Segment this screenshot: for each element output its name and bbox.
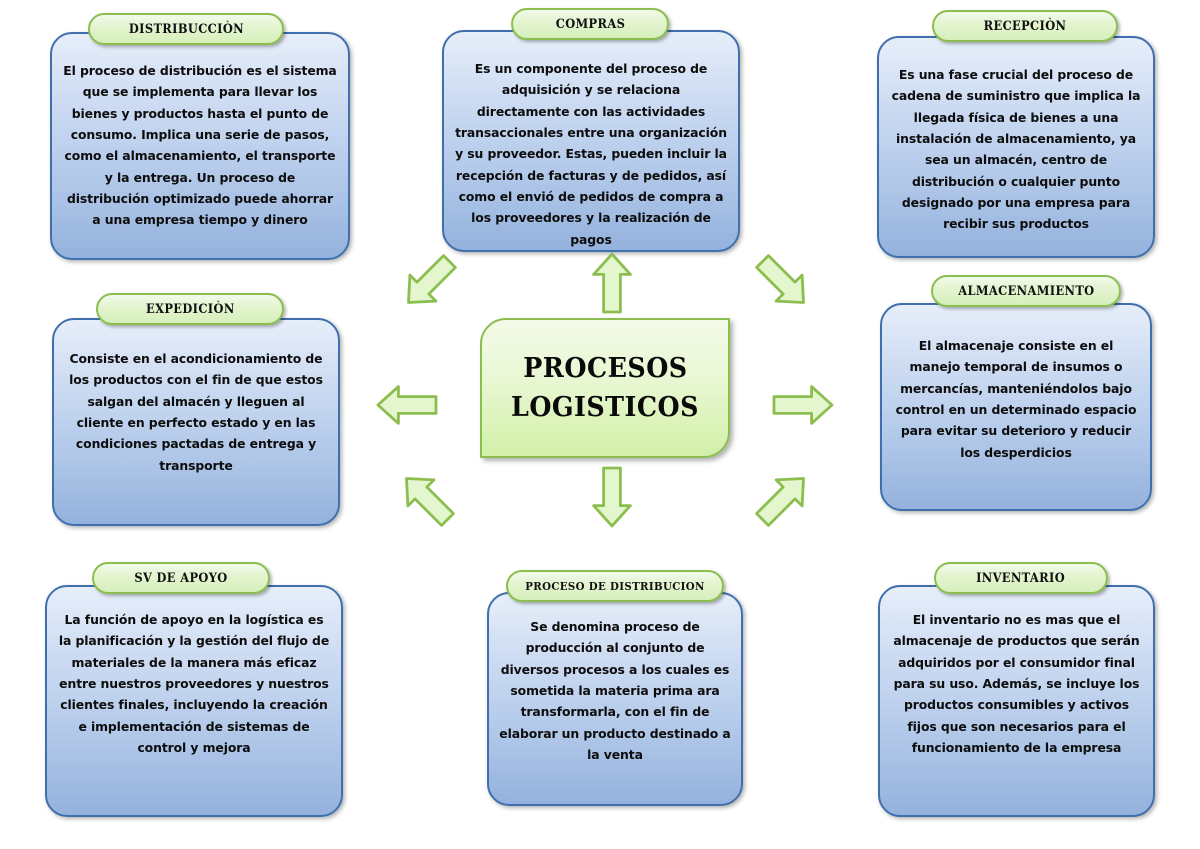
process-card-expedicion[interactable]: Consiste en el acondicionamiento de los …: [52, 318, 340, 526]
process-title-label: PROCESO DE DISTRIBUCION: [525, 579, 705, 593]
process-title-pill-recepcion[interactable]: RECEPCIÒN: [932, 10, 1118, 42]
process-title-pill-inventario[interactable]: INVENTARIO: [934, 562, 1108, 594]
process-card-sv-de-apoyo[interactable]: La función de apoyo en la logística es l…: [45, 585, 343, 817]
center-node-line-1: PROCESOS: [522, 352, 688, 384]
arrow-down-icon: [592, 466, 632, 528]
process-title-label: INVENTARIO: [976, 570, 1066, 586]
process-title-label: DISTRIBUCCIÒN: [128, 21, 244, 37]
process-card-distribucion[interactable]: El proceso de distribución es el sistema…: [50, 32, 350, 260]
process-title-pill-distribucion[interactable]: DISTRIBUCCIÒN: [88, 13, 284, 45]
arrow-down-left-icon: [391, 463, 463, 535]
process-card-body: Se denomina proceso de producción al con…: [499, 619, 731, 762]
process-title-label: EXPEDICIÒN: [145, 301, 235, 317]
arrow-up-right-icon: [747, 246, 819, 318]
process-title-label: ALMACENAMIENTO: [957, 283, 1095, 299]
process-card-body: Es una fase crucial del proceso de caden…: [891, 67, 1141, 232]
process-title-pill-proceso-de-distribucion[interactable]: PROCESO DE DISTRIBUCION: [506, 570, 724, 602]
process-card-almacenamiento[interactable]: El almacenaje consiste en el manejo temp…: [880, 303, 1152, 511]
center-node-line-2: LOGISTICOS: [511, 392, 699, 423]
process-title-label: SV DE APOYO: [134, 570, 228, 586]
process-title-pill-expedicion[interactable]: EXPEDICIÒN: [96, 293, 284, 325]
arrow-left-icon: [376, 385, 438, 425]
arrow-down-right-icon: [747, 463, 819, 535]
process-card-recepcion[interactable]: Es una fase crucial del proceso de caden…: [877, 36, 1155, 258]
process-card-compras[interactable]: Es un componente del proceso de adquisic…: [442, 30, 740, 252]
center-node-procesos-logisticos[interactable]: PROCESOS LOGISTICOS: [480, 318, 730, 458]
process-card-body: El proceso de distribución es el sistema…: [63, 63, 337, 228]
process-card-body: El almacenaje consiste en el manejo temp…: [895, 338, 1137, 460]
arrow-right-icon: [772, 385, 834, 425]
process-card-proceso-de-distribucion[interactable]: Se denomina proceso de producción al con…: [487, 592, 743, 806]
process-card-inventario[interactable]: El inventario no es mas que el almacenaj…: [878, 585, 1155, 817]
process-card-body: El inventario no es mas que el almacenaj…: [893, 612, 1140, 755]
process-title-label: RECEPCIÒN: [983, 18, 1067, 34]
process-card-body: Es un componente del proceso de adquisic…: [455, 61, 727, 247]
process-title-pill-compras[interactable]: COMPRAS: [511, 8, 669, 40]
process-title-label: COMPRAS: [555, 16, 625, 32]
process-title-pill-almacenamiento[interactable]: ALMACENAMIENTO: [931, 275, 1121, 307]
process-card-body: La función de apoyo en la logística es l…: [58, 612, 330, 755]
arrow-up-left-icon: [393, 246, 465, 318]
process-card-body: Consiste en el acondicionamiento de los …: [69, 351, 323, 473]
process-title-pill-sv-de-apoyo[interactable]: SV DE APOYO: [92, 562, 270, 594]
arrow-up-icon: [592, 252, 632, 314]
